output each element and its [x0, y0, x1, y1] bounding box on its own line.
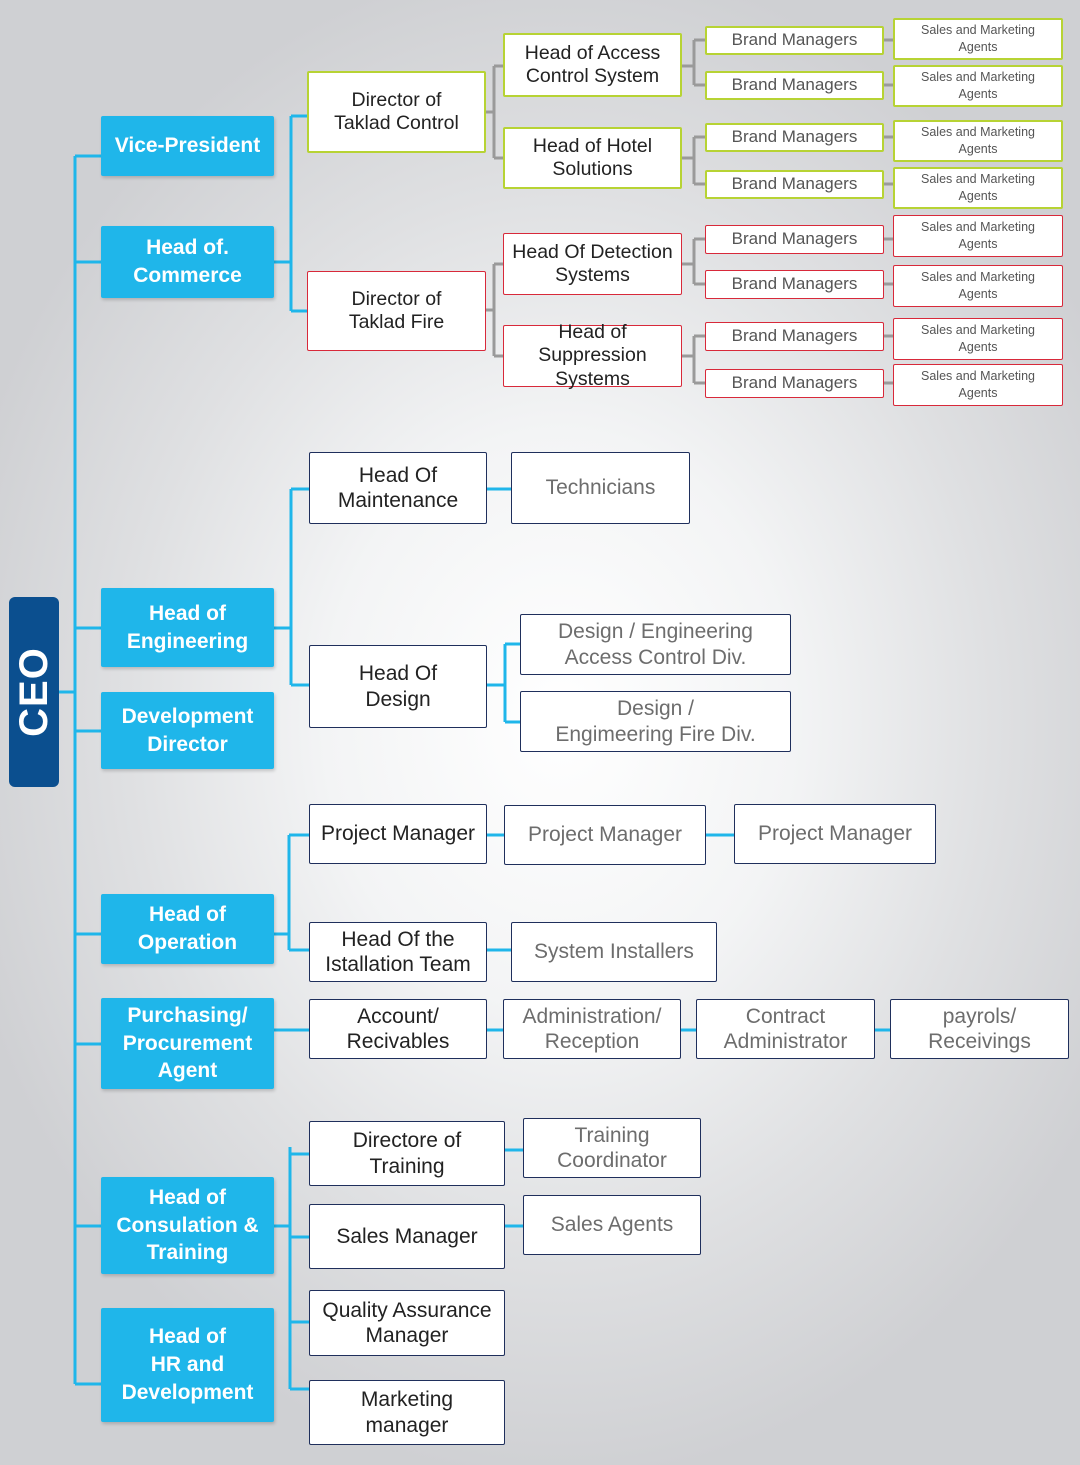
sales-marketing-agents-box: Sales and Marketing Agents — [893, 65, 1063, 107]
head-of-maintenance-box: Head Of Maintenance — [309, 452, 487, 524]
project-manager-box: Project Manager — [734, 804, 936, 864]
technicians-box: Technicians — [511, 452, 690, 524]
head-of-engineering-box: Head of Engineering — [101, 588, 274, 667]
account-receivables-box: Account/ Recivables — [309, 999, 487, 1059]
director-of-training-box: Directore of Training — [309, 1121, 505, 1186]
sales-marketing-agents-box: Sales and Marketing Agents — [893, 364, 1063, 406]
sales-marketing-agents-box: Sales and Marketing Agents — [893, 318, 1063, 360]
training-coordinator-box: Training Coordinator — [523, 1118, 701, 1178]
director-taklad-fire-box: Director of Taklad Fire — [307, 271, 486, 351]
head-suppression-systems-box: Head of Suppression Systems — [503, 321, 682, 390]
administration-reception-box: Administration/ Reception — [503, 999, 681, 1059]
brand-managers-box: Brand Managers — [705, 123, 884, 152]
brand-managers-box: Brand Managers — [705, 225, 884, 254]
brand-managers-box: Brand Managers — [705, 26, 884, 55]
head-of-commerce-box: Head of. Commerce — [101, 226, 274, 298]
system-installers-box: System Installers — [511, 922, 717, 982]
head-of-design-box: Head Of Design — [309, 645, 487, 728]
sales-marketing-agents-box: Sales and Marketing Agents — [893, 167, 1063, 209]
brand-managers-box: Brand Managers — [705, 71, 884, 100]
sales-manager-box: Sales Manager — [309, 1204, 505, 1269]
head-hotel-solutions-box: Head of Hotel Solutions — [503, 127, 682, 189]
marketing-manager-box: Marketing manager — [309, 1380, 505, 1445]
payrols-receivings-box: payrols/ Receivings — [890, 999, 1069, 1059]
brand-managers-box: Brand Managers — [705, 270, 884, 299]
head-of-operation-box: Head of Operation — [101, 894, 274, 964]
purchasing-procurement-box: Purchasing/ Procurement Agent — [101, 998, 274, 1089]
contract-administrator-box: Contract Administrator — [696, 999, 875, 1059]
head-installation-team-box: Head Of the Istallation Team — [309, 922, 487, 982]
director-taklad-control-box: Director of Taklad Control — [307, 71, 486, 153]
brand-managers-box: Brand Managers — [705, 170, 884, 199]
brand-managers-box: Brand Managers — [705, 322, 884, 351]
brand-managers-box: Brand Managers — [705, 369, 884, 398]
project-manager-box: Project Manager — [504, 805, 706, 865]
design-fire-box: Design / Engimeering Fire Div. — [520, 691, 791, 752]
ceo-box: CEO — [9, 597, 59, 787]
sales-marketing-agents-box: Sales and Marketing Agents — [893, 18, 1063, 60]
head-access-control-box: Head of Access Control System — [503, 33, 682, 97]
head-of-hr-development-box: Head of HR and Development — [101, 1308, 274, 1422]
ceo-label: CEO — [12, 647, 56, 737]
design-access-control-box: Design / Engineering Access Control Div. — [520, 614, 791, 675]
development-director-box: Development Director — [101, 692, 274, 769]
sales-marketing-agents-box: Sales and Marketing Agents — [893, 120, 1063, 162]
head-detection-systems-box: Head Of Detection Systems — [503, 233, 682, 295]
sales-marketing-agents-box: Sales and Marketing Agents — [893, 215, 1063, 257]
project-manager-box: Project Manager — [309, 804, 487, 864]
quality-assurance-manager-box: Quality Assurance Manager — [309, 1290, 505, 1356]
sales-marketing-agents-box: Sales and Marketing Agents — [893, 265, 1063, 307]
vice-president-box: Vice-President — [101, 116, 274, 176]
sales-agents-box: Sales Agents — [523, 1195, 701, 1255]
head-of-consultation-training-box: Head of Consulation & Training — [101, 1177, 274, 1274]
